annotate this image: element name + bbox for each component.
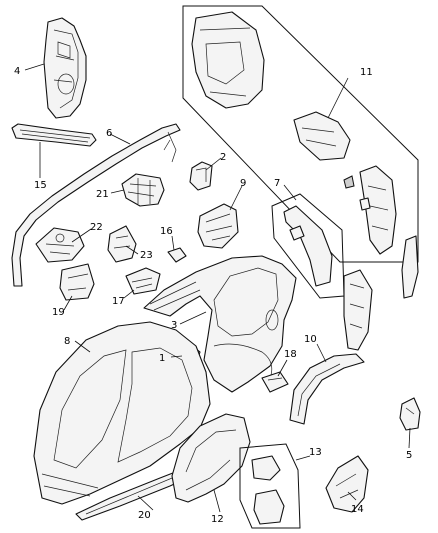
part-quarter-inner-reinforcement xyxy=(343,269,373,351)
callout-6: 6 xyxy=(106,128,112,139)
callout-21: 21 xyxy=(96,189,109,200)
callout-22: 22 xyxy=(90,222,103,233)
part-9-wheelhouse-bracket xyxy=(197,203,239,249)
part-11-quarter-inner-panel-group xyxy=(191,11,419,299)
group-11-outline xyxy=(182,5,419,263)
callout-9: 9 xyxy=(240,178,246,189)
callout-15: 15 xyxy=(34,180,47,191)
callout-18: 18 xyxy=(284,349,297,360)
callout-2: 2 xyxy=(220,152,226,163)
part-10-wheel-flare xyxy=(289,353,365,425)
callout-5: 5 xyxy=(406,450,412,461)
callout-23: 23 xyxy=(140,250,153,261)
callout-10: 10 xyxy=(304,334,317,345)
part-21-bracket-assembly xyxy=(121,173,165,207)
callout-16: 16 xyxy=(160,226,173,237)
callout-12: 12 xyxy=(211,514,224,525)
callout-8: 8 xyxy=(64,336,70,347)
part-16-clip xyxy=(167,247,187,263)
part-19-bracket xyxy=(59,263,95,301)
part-2-bracket xyxy=(189,161,213,191)
part-13-inner-panel xyxy=(239,443,301,529)
part-15-roof-rail xyxy=(11,123,97,147)
part-4-pillar-reinforcement xyxy=(43,17,87,119)
callout-4: 4 xyxy=(14,66,20,77)
callout-13: 13 xyxy=(309,447,322,458)
part-22-latch-bracket xyxy=(35,227,85,263)
callout-17: 17 xyxy=(112,296,125,307)
part-3-quarter-panel xyxy=(143,255,297,393)
leader-lines xyxy=(24,63,411,513)
part-17-bracket xyxy=(125,267,161,295)
callout-11: 11 xyxy=(360,67,373,78)
callout-7: 7 xyxy=(274,178,280,189)
callout-3: 3 xyxy=(171,320,177,331)
part-18-clip xyxy=(261,371,289,393)
callout-14: 14 xyxy=(351,504,364,515)
part-12-inner-wheelhouse xyxy=(171,413,251,503)
callout-1: 1 xyxy=(159,353,165,364)
callout-19: 19 xyxy=(52,307,65,318)
part-6-roof-molding xyxy=(11,123,181,287)
callout-20: 20 xyxy=(138,510,151,521)
part-23-plate xyxy=(107,225,137,263)
part-14-bracket xyxy=(325,455,369,513)
part-5-bracket xyxy=(399,397,421,431)
